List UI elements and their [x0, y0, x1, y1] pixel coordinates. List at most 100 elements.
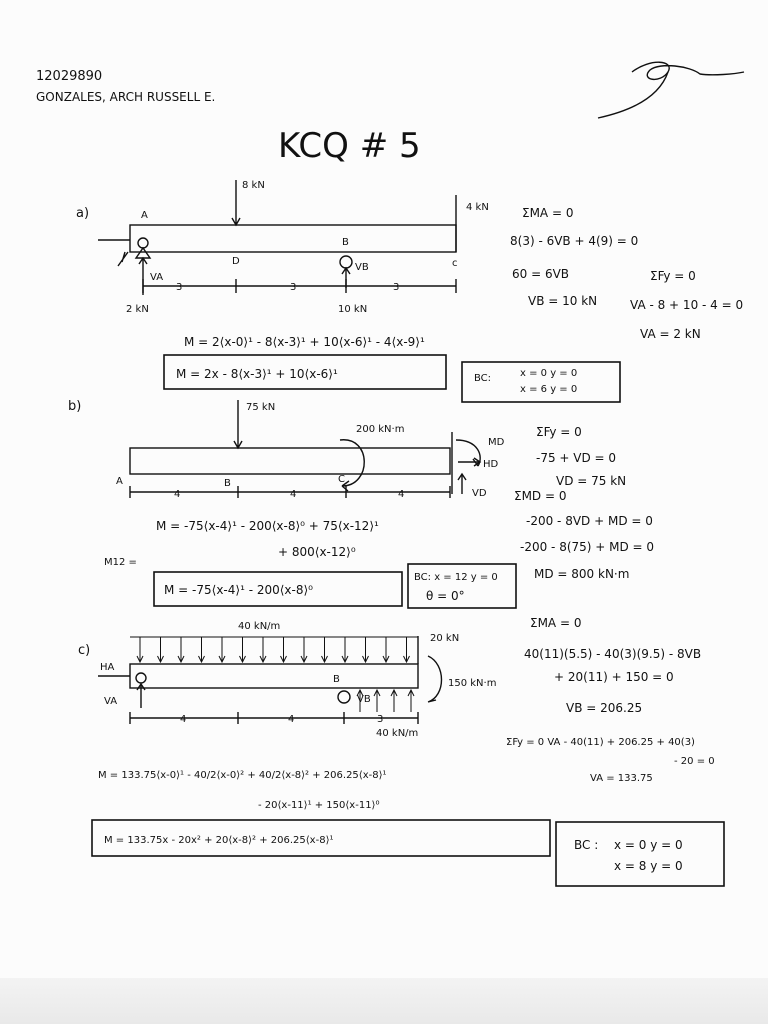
bc-b-line-1: BC: x = 12 y = 0 — [414, 572, 498, 583]
udl-arrow — [321, 637, 328, 664]
udl-arrow — [198, 637, 205, 664]
dim-a-2: 3 — [290, 282, 296, 293]
dimension-line-b — [129, 486, 451, 498]
work-c-5: ΣFy = 0 VA - 40(11) + 206.25 + 40(3) — [506, 737, 695, 748]
dim-b-1: 4 — [174, 489, 180, 500]
upward-load-arrow — [373, 688, 381, 712]
bc-label-a: BC: — [474, 373, 491, 384]
work-b-4: ΣMD = 0 — [514, 489, 567, 503]
work-a-3: 60 = 6VB — [512, 267, 569, 281]
roller-support-b — [339, 255, 353, 269]
work-c-4: VB = 206.25 — [566, 701, 642, 715]
bc-a-line-1: x = 0 y = 0 — [520, 368, 577, 379]
work-c-3: + 20(11) + 150 = 0 — [554, 670, 674, 684]
moment-eq-a: M = 2⟨x-0⟩¹ - 8⟨x-3⟩¹ + 10⟨x-6⟩¹ - 4⟨x-9… — [184, 335, 425, 349]
work-c-1: ΣMA = 0 — [530, 616, 581, 630]
bc-c-line-2: x = 8 y = 0 — [614, 859, 683, 873]
moment-final-box-c — [91, 819, 551, 857]
pin-support-a-c — [135, 672, 147, 684]
udl-arrow — [136, 637, 144, 664]
student-id: 12029890 — [36, 69, 102, 84]
part-b-label: b) — [68, 399, 81, 414]
bc-box-c — [555, 821, 725, 887]
pin-support-a — [137, 237, 149, 249]
work-b-1: ΣFy = 0 — [536, 425, 582, 439]
udl-arrow — [382, 637, 390, 664]
hd-label: HD — [483, 459, 499, 470]
va-arrow-c — [136, 682, 146, 708]
point-b-label: B — [342, 237, 349, 248]
work-b-2: -75 + VD = 0 — [536, 451, 616, 465]
work-c-6: - 20 = 0 — [674, 756, 715, 767]
work-b-3: VD = 75 kN — [556, 474, 626, 488]
moment-final-a: M = 2x - 8⟨x-3⟩¹ + 10⟨x-6⟩¹ — [176, 367, 338, 381]
couple-150-arrow — [427, 655, 443, 703]
md-label: MD — [488, 437, 505, 448]
point-b-label-c: B — [333, 674, 340, 685]
reaction-right-value: 10 kN — [338, 304, 367, 315]
reaction-left-value: 2 kN — [126, 304, 149, 315]
point-d-label: D — [232, 256, 240, 267]
beam-a — [129, 224, 457, 253]
vd-label: VD — [472, 488, 487, 499]
bc-box-a — [461, 361, 621, 403]
beam-c — [129, 663, 419, 689]
work-a-5: ΣFy = 0 — [650, 269, 696, 283]
load-8kn-arrow — [231, 180, 241, 227]
upward-load-arrow — [407, 688, 415, 712]
point-a-label-b: A — [116, 476, 123, 487]
work-a-1: ΣMA = 0 — [522, 206, 573, 220]
udl-up-label: 40 kN/m — [376, 728, 418, 739]
work-c-7: VA = 133.75 — [590, 773, 653, 784]
udl-arrow — [239, 637, 246, 664]
dim-b-2: 4 — [290, 489, 296, 500]
moment-final-box-b — [153, 571, 403, 607]
point-c-label: c — [452, 258, 458, 269]
dim-a-3: 3 — [393, 282, 399, 293]
signature-mark — [597, 61, 745, 119]
work-a-7: VA = 2 kN — [640, 327, 701, 341]
load-75kn-arrow — [233, 400, 243, 450]
udl-arrow — [341, 637, 349, 664]
couple-150-label: 150 kN·m — [448, 678, 496, 689]
work-c-2: 40(11)(5.5) - 40(3)(9.5) - 8VB — [524, 647, 701, 661]
udl-arrow — [259, 637, 267, 664]
udl-arrow — [403, 637, 410, 664]
bc-b-line-2: θ = 0° — [426, 589, 465, 603]
udl-arrows — [136, 637, 410, 664]
bc-box-b — [407, 563, 517, 609]
dim-b-3: 4 — [398, 489, 404, 500]
work-a-4: VB = 10 kN — [528, 294, 597, 308]
va-label-c: VA — [104, 696, 117, 707]
student-name: GONZALES, ARCH RUSSELL E. — [36, 90, 215, 104]
upward-load-arrow — [356, 688, 364, 712]
load-75kn-label: 75 kN — [246, 402, 275, 413]
work-b-5: -200 - 8VD + MD = 0 — [526, 514, 653, 528]
bc-label-c: BC : — [574, 838, 598, 852]
udl-arrow — [280, 637, 287, 664]
moment-eq-b-1: M = -75⟨x-4⟩¹ - 200⟨x-8⟩⁰ + 75⟨x-12⟩¹ — [156, 519, 379, 533]
work-b-7: MD = 800 kN·m — [534, 567, 629, 581]
upward-load-arrow — [390, 688, 398, 712]
vb-label: VB — [355, 262, 369, 273]
moment-eq-b-2: + 800⟨x-12⟩⁰ — [278, 545, 356, 559]
dimension-line-c — [129, 712, 419, 724]
udl-40-label: 40 kN/m — [238, 621, 280, 632]
part-c-label: c) — [78, 643, 90, 658]
dim-c-1: 4 — [180, 714, 186, 725]
udl-arrow — [177, 637, 185, 664]
point-b-label-b: B — [224, 478, 231, 489]
udl-arrow — [362, 637, 369, 664]
va-label: VA — [150, 272, 163, 283]
page-title: KCQ # 5 — [278, 126, 421, 166]
couple-200-arrow — [339, 439, 365, 492]
moment-final-b: M = -75⟨x-4⟩¹ - 200⟨x-8⟩⁰ — [164, 583, 313, 597]
moment-eq-c-2: - 20⟨x-11⟩¹ + 150⟨x-11⟩⁰ — [258, 800, 379, 811]
page-bottom-shadow — [0, 978, 768, 1024]
point-c-label-b: C — [338, 474, 345, 485]
moment-final-box-a — [163, 354, 447, 390]
dimension-line-a — [142, 279, 457, 293]
udl-arrow — [218, 637, 226, 664]
moment-left-note: M12 = — [104, 557, 137, 568]
